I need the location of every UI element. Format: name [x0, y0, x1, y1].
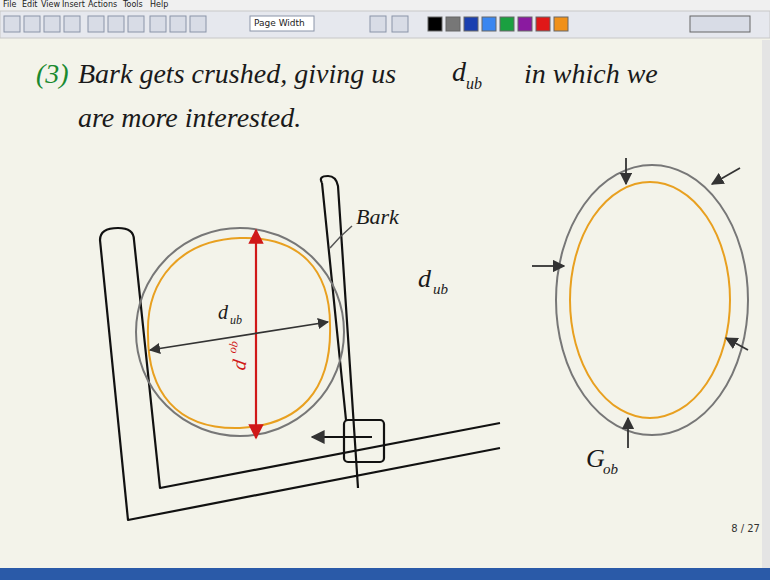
handwritten-label: Bark gets crushed, giving us	[78, 60, 396, 88]
menu-item: Tools	[123, 1, 143, 9]
handwritten-label: ub	[466, 76, 482, 92]
handwritten-label: are more interested.	[78, 104, 301, 132]
menu-item: Page Width	[254, 19, 305, 28]
color-swatches	[428, 16, 750, 32]
wood-outline	[570, 182, 730, 418]
menu-bar	[0, 0, 770, 11]
bark-outline	[556, 165, 748, 435]
menu-item: Edit	[22, 1, 38, 9]
step-number: (3)	[36, 60, 69, 88]
bark-outline	[136, 228, 344, 436]
handwritten-label: d	[228, 358, 249, 371]
toolbar	[0, 11, 770, 38]
menu-item: File	[3, 1, 16, 9]
pressure-arrows	[532, 158, 748, 448]
page-number: 8 / 27	[731, 524, 760, 534]
handwritten-label: ub	[433, 282, 448, 297]
taskbar	[0, 568, 770, 580]
menu-item: Insert	[62, 1, 85, 9]
wood-outline	[148, 238, 330, 428]
menu-item: View	[41, 1, 60, 9]
toolbar-icons	[4, 16, 408, 32]
handwritten-label: ob	[603, 462, 618, 477]
handwritten-label: d	[452, 58, 466, 86]
handwritten-label: G	[586, 446, 605, 472]
handwritten-label: d	[218, 302, 228, 322]
caliper	[100, 176, 500, 520]
handwritten-label: Bark	[356, 206, 399, 228]
menu-item: Help	[150, 1, 168, 9]
scrollbar	[762, 40, 770, 568]
motion-arrow	[312, 436, 372, 438]
handwritten-label: in which we	[524, 60, 658, 88]
handwritten-label: d	[418, 266, 431, 292]
menu-item: Actions	[88, 1, 117, 9]
handwritten-label: ob	[226, 340, 240, 354]
bark-leader	[330, 226, 352, 248]
handwritten-label: ub	[230, 314, 242, 326]
